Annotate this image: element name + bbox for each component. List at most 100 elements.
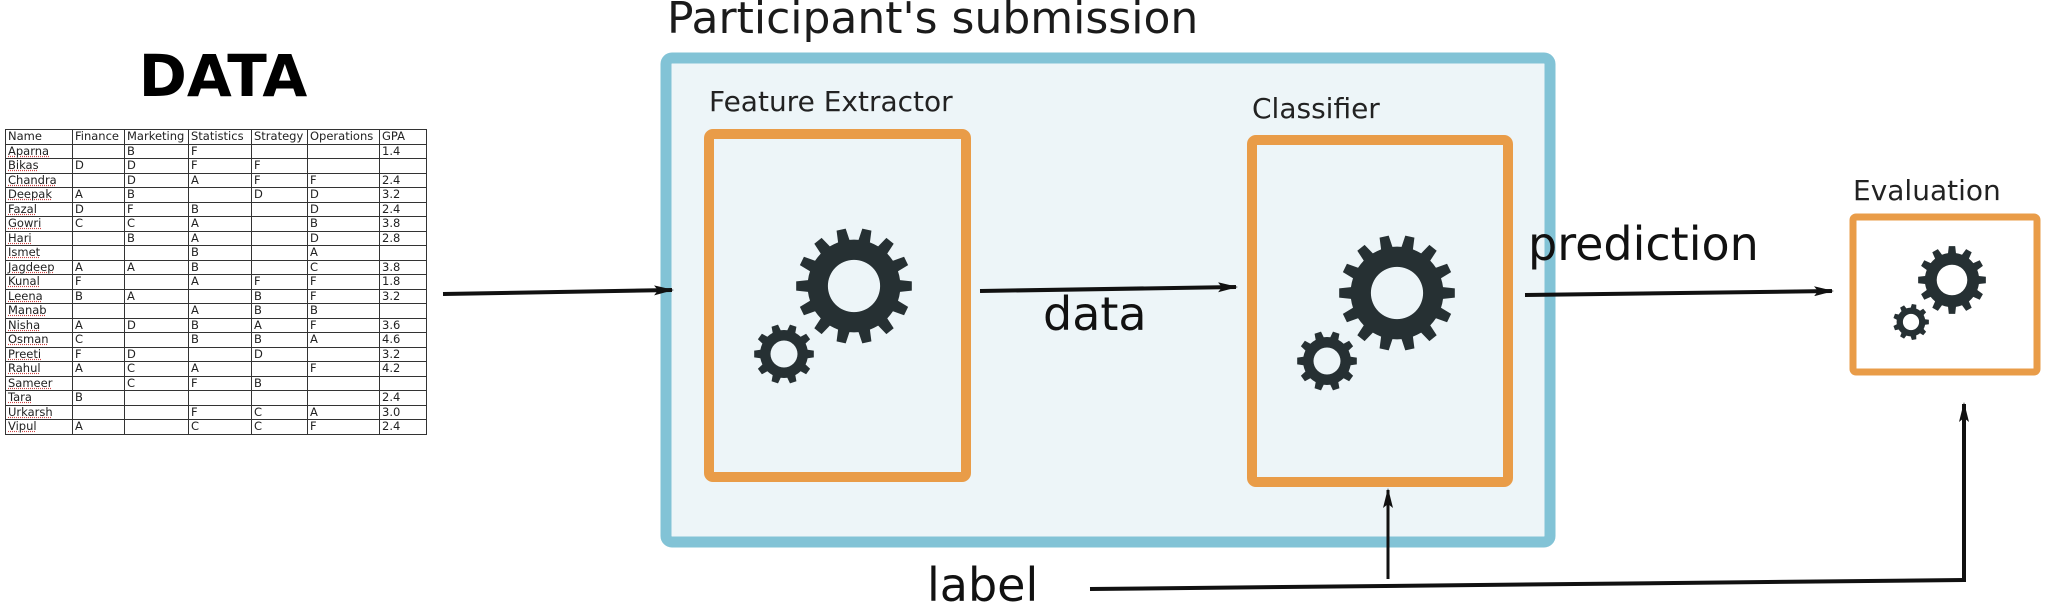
- gear-icon: [1918, 246, 1986, 314]
- table-cell: A: [188, 172, 252, 188]
- table-cell: B: [251, 375, 308, 391]
- table-cell: F: [251, 158, 308, 174]
- table-cell: [188, 346, 252, 362]
- table-name-cell: Leena: [5, 288, 73, 304]
- table-name-cell: Ismet: [5, 245, 73, 261]
- table-name-cell: Vipul: [5, 419, 73, 435]
- table-cell: F: [188, 158, 252, 174]
- table-cell: F: [124, 201, 189, 217]
- table-cell: B: [188, 332, 252, 348]
- table-cell: C: [72, 216, 125, 232]
- table-cell: [124, 245, 189, 261]
- table-cell: [72, 404, 125, 420]
- table-cell: A: [188, 361, 252, 377]
- table-name-cell: Urkarsh: [5, 404, 73, 420]
- table-cell: D: [124, 158, 189, 174]
- table-cell: [124, 303, 189, 319]
- data-arrow-label: data: [1043, 287, 1147, 341]
- gear-shape: [796, 228, 912, 344]
- table-cell: B: [72, 390, 125, 406]
- table-name-cell: Kunal: [5, 274, 73, 290]
- gear-shape: [1297, 331, 1357, 391]
- table-cell: [251, 201, 308, 217]
- submission-box: [660, 52, 1556, 548]
- table-cell: A: [72, 361, 125, 377]
- table-cell: B: [251, 288, 308, 304]
- table-cell: [188, 187, 252, 203]
- table-cell: D: [124, 346, 189, 362]
- table-cell: C: [124, 361, 189, 377]
- table-header-cell: GPA: [379, 129, 427, 145]
- gear-icon: [1297, 331, 1357, 391]
- arrow-icon: [979, 282, 1238, 293]
- table-cell: [379, 303, 427, 319]
- table-cell: [72, 303, 125, 319]
- table-cell: D: [251, 187, 308, 203]
- table-cell: [307, 158, 380, 174]
- table-name-cell: Bikas: [5, 158, 73, 174]
- evaluation-box: [1849, 213, 2041, 376]
- table-name-cell: Hari: [5, 230, 73, 246]
- table-cell: F: [307, 361, 380, 377]
- table-cell: F: [307, 419, 380, 435]
- table-cell: F: [251, 274, 308, 290]
- table-cell: 2.4: [379, 201, 427, 217]
- table-cell: A: [307, 404, 380, 420]
- table-cell: B: [307, 303, 380, 319]
- table-cell: 2.4: [379, 390, 427, 406]
- table-cell: B: [124, 187, 189, 203]
- gear-shape: [754, 324, 814, 384]
- table-cell: A: [251, 317, 308, 333]
- table-name-cell: Chandra: [5, 172, 73, 188]
- table-name-cell: Jagdeep: [5, 259, 73, 275]
- table-cell: [124, 274, 189, 290]
- table-name-cell: Deepak: [5, 187, 73, 203]
- table-cell: 4.6: [379, 332, 427, 348]
- table-cell: [307, 375, 380, 391]
- table-cell: [72, 245, 125, 261]
- table-cell: A: [124, 259, 189, 275]
- table-cell: D: [251, 346, 308, 362]
- table-cell: 2.8: [379, 230, 427, 246]
- table-cell: B: [307, 216, 380, 232]
- table-header-cell: Strategy: [251, 129, 308, 145]
- table-cell: F: [307, 274, 380, 290]
- table-cell: [124, 390, 189, 406]
- label-line: [1089, 578, 1965, 591]
- table-cell: F: [188, 375, 252, 391]
- table-cell: A: [307, 245, 380, 261]
- table-cell: [72, 230, 125, 246]
- table-cell: C: [124, 375, 189, 391]
- table-cell: A: [188, 230, 252, 246]
- table-cell: 3.2: [379, 288, 427, 304]
- table-cell: 4.2: [379, 361, 427, 377]
- table-cell: [251, 259, 308, 275]
- table-cell: C: [251, 419, 308, 435]
- table-cell: A: [72, 317, 125, 333]
- gear-icon: [754, 324, 814, 384]
- table-cell: F: [72, 274, 125, 290]
- table-cell: F: [188, 404, 252, 420]
- table-cell: 3.8: [379, 216, 427, 232]
- table-cell: D: [307, 187, 380, 203]
- table-name-cell: Gowri: [5, 216, 73, 232]
- table-cell: [188, 288, 252, 304]
- table-name-cell: Tara: [5, 390, 73, 406]
- table-cell: [72, 172, 125, 188]
- table-cell: A: [188, 274, 252, 290]
- table-cell: 2.4: [379, 172, 427, 188]
- table-cell: F: [251, 172, 308, 188]
- data-title: DATA: [139, 42, 308, 110]
- table-cell: F: [72, 346, 125, 362]
- table-cell: 3.2: [379, 187, 427, 203]
